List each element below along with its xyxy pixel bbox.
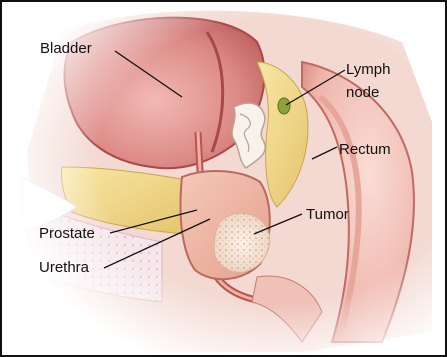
- label-tumor: Tumor: [306, 206, 349, 223]
- label-prostate: Prostate: [39, 225, 95, 242]
- label-lymph-line2: node: [346, 84, 379, 101]
- label-lymph-line1: Lymph: [346, 61, 390, 78]
- label-rectum: Rectum: [339, 141, 391, 158]
- label-bladder: Bladder: [40, 40, 92, 57]
- anatomy-illustration: Bladder Lymph node Rectum Tumor Prostate…: [2, 2, 445, 355]
- label-urethra: Urethra: [39, 259, 90, 276]
